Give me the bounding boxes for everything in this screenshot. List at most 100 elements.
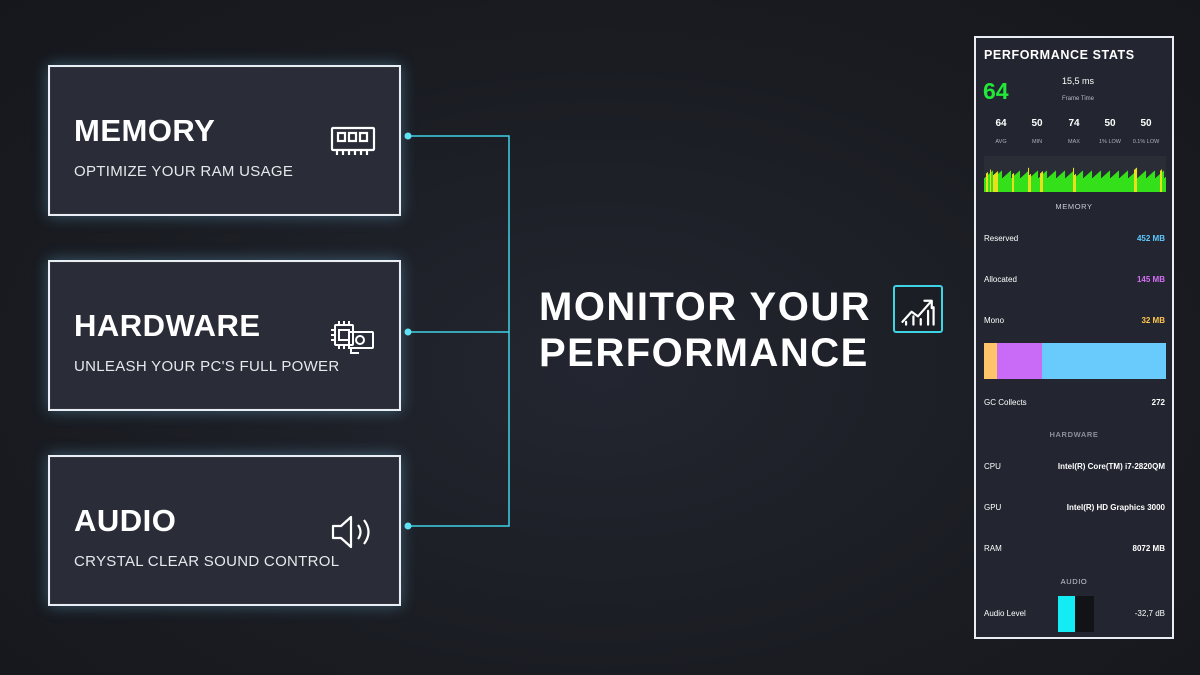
graph-bar	[1084, 177, 1086, 192]
graph-bar	[1094, 176, 1096, 192]
graph-bar	[1034, 173, 1036, 192]
graph-bar	[1061, 173, 1063, 192]
graph-bar	[986, 173, 988, 192]
graph-bar	[1082, 170, 1084, 192]
graph-bar	[997, 171, 999, 192]
graph-bar	[1090, 171, 1092, 192]
graph-bar	[1044, 172, 1046, 192]
graph-bar	[1006, 174, 1008, 192]
reserved-label: Reserved	[984, 234, 1019, 243]
graph-bar	[1150, 174, 1152, 192]
graph-bar	[1117, 171, 1119, 192]
graph-bar	[1008, 172, 1010, 192]
graph-bar	[1144, 171, 1146, 192]
headline-line-2: PERFORMANCE	[539, 331, 869, 375]
graph-bar	[1137, 178, 1139, 192]
graph-bar	[1103, 176, 1105, 192]
graph-bar	[1039, 177, 1041, 192]
graph-bar	[1112, 176, 1114, 192]
graph-bar	[1096, 174, 1098, 192]
hardware-section-heading: HARDWARE	[1049, 430, 1099, 439]
graph-bar	[991, 171, 993, 192]
graph-bar	[1120, 177, 1122, 192]
stat-1-low-label: 1% LOW	[1098, 139, 1121, 145]
audio-level-fill	[1058, 596, 1075, 632]
frame-time-graph	[984, 156, 1166, 192]
graph-bar	[1048, 177, 1050, 192]
graph-bar	[1083, 178, 1085, 192]
graph-bar	[984, 178, 986, 192]
headline: MONITOR YOUR PERFORMANCE	[539, 284, 889, 376]
graph-bar	[1158, 175, 1160, 192]
graph-bar	[1007, 173, 1009, 192]
stat-max-value: 74	[1068, 118, 1080, 129]
graph-bar	[1076, 176, 1078, 192]
graph-bar	[1140, 175, 1142, 192]
graph-bar	[1031, 176, 1033, 192]
graph-bar	[1091, 170, 1093, 192]
cpu-label: CPU	[984, 462, 1001, 471]
graph-bar	[1106, 173, 1108, 192]
graph-bar	[1075, 174, 1077, 192]
graph-bar	[1127, 170, 1129, 192]
graph-bar	[1024, 174, 1026, 192]
gc-collects-value: 272	[1151, 398, 1165, 407]
graph-bar	[1107, 172, 1109, 192]
ram-label: RAM	[984, 544, 1002, 553]
frame-time-graph-bars	[984, 167, 1166, 192]
graph-bar	[1155, 178, 1157, 192]
graph-bar	[1080, 172, 1082, 192]
graph-bar	[993, 175, 995, 192]
graph-bar	[1115, 173, 1117, 192]
graph-bar	[1159, 174, 1161, 192]
frame-time-value: 15,5 ms	[1062, 76, 1095, 86]
graph-bar	[1032, 175, 1034, 192]
graph-bar	[1105, 174, 1107, 192]
allocated-label: Allocated	[984, 275, 1017, 284]
graph-bar	[1046, 170, 1048, 192]
graph-bar	[1016, 173, 1018, 192]
memory-section-heading: MEMORY	[1055, 202, 1093, 211]
graph-bar	[1109, 170, 1111, 192]
graph-bar	[1027, 171, 1029, 192]
graph-bar	[1148, 176, 1150, 192]
graph-bar	[1095, 175, 1097, 192]
allocated-value: 145 MB	[1136, 275, 1165, 284]
graph-bar	[1012, 174, 1014, 192]
graph-bar	[1022, 176, 1024, 192]
graph-bar	[1135, 168, 1137, 192]
graph-bar	[1136, 167, 1138, 192]
graph-bar	[1011, 178, 1013, 192]
graph-bar	[1049, 176, 1051, 192]
graph-bar	[1010, 170, 1012, 192]
graph-bar	[1122, 175, 1124, 192]
cpu-value: Intel(R) Core(TM) i7-2820QM	[1057, 462, 1165, 471]
graph-bar	[1047, 178, 1049, 192]
graph-bar	[1161, 169, 1163, 192]
graph-bar	[1124, 173, 1126, 192]
graph-bar	[1139, 176, 1141, 192]
audio-card-title: AUDIO	[74, 503, 177, 538]
headline-line-1: MONITOR YOUR	[539, 285, 872, 329]
graph-bar	[1015, 174, 1017, 192]
graph-bar	[1126, 171, 1128, 192]
graph-bar	[999, 172, 1001, 192]
graph-bar	[1153, 171, 1155, 192]
graph-bar	[1164, 178, 1166, 192]
hardware-card-subtitle: UNLEASH YOUR PC'S FULL POWER	[74, 358, 340, 375]
graph-bar	[1023, 175, 1025, 192]
graph-bar	[1088, 173, 1090, 192]
graph-bar	[1078, 174, 1080, 192]
graph-bar	[1129, 177, 1131, 192]
graph-bar	[1101, 178, 1103, 192]
graph-bar	[985, 177, 987, 192]
memory-card-subtitle: OPTIMIZE YOUR RAM USAGE	[74, 163, 294, 180]
graph-bar	[1018, 171, 1020, 192]
graph-bar	[1053, 172, 1055, 192]
stat-01-low-value: 50	[1140, 118, 1152, 129]
speaker-icon	[329, 512, 377, 552]
graph-bar	[1089, 172, 1091, 192]
stat-max-label: MAX	[1068, 139, 1080, 145]
memory-card: MEMORY OPTIMIZE YOUR RAM USAGE	[48, 65, 401, 216]
frame-time-label: Frame Time	[1062, 96, 1095, 102]
